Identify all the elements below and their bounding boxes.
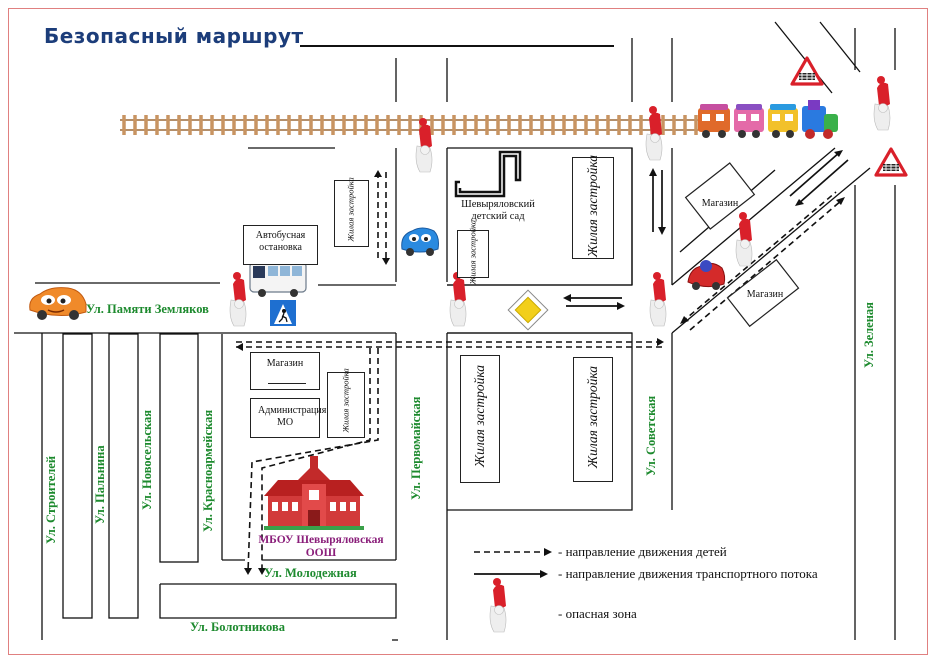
residential-label: Жилая застройка: [471, 364, 487, 468]
street-label-palyanina: Ул. Пальнина: [93, 445, 107, 524]
residential-box-center: [327, 372, 365, 438]
children-route-arrows: [236, 170, 845, 575]
danger-zone-marker-icon: [415, 117, 433, 173]
danger-zone-marker-icon: [489, 577, 507, 633]
street-label-molodezhnaya: Ул. Молодежная: [264, 566, 357, 580]
street-label-novoselskaya: Ул. Новосельская: [140, 409, 154, 510]
residential-label: Жилая застройка: [584, 154, 600, 258]
danger-zone-marker-icon: [735, 211, 753, 267]
residential-box-bottom-1: [460, 355, 500, 483]
traffic-flow: [474, 151, 849, 575]
priority-road-sign-icon: [507, 289, 549, 331]
car-icon: [401, 227, 439, 256]
school-label: МБОУ Шевыряловская ООШ: [258, 534, 384, 560]
bus-stop-box: [243, 225, 318, 265]
residential-label: Жилая застройка: [345, 177, 356, 242]
danger-zone-marker-icon: [649, 271, 667, 327]
residential-label: Жилая застройка: [467, 220, 478, 285]
street-label-pamyati: Ул. Памяти Земляков: [86, 302, 209, 316]
residential-box-bottom-2: [573, 357, 613, 482]
street-label-sovetskaya: Ул. Советская: [644, 395, 658, 476]
residential-box-top-right: [572, 157, 614, 259]
danger-zone-marker-icon: [645, 105, 663, 161]
residential-label: Жилая застройка: [340, 368, 351, 433]
children-route: [236, 172, 843, 573]
danger-zone-marker-icon: [873, 75, 891, 131]
danger-zone-marker-icon: [449, 271, 467, 327]
legend-traffic: - направление движения транспортного пот…: [558, 566, 818, 581]
admin-box: [250, 398, 320, 438]
street-label-krasnoarmeyskaya: Ул. Красноармейская: [201, 409, 215, 532]
shop-right-box: [684, 162, 756, 230]
shop-diag-label: Магазин: [746, 289, 784, 300]
street-label-pervomayskaya: Ул. Первомайская: [409, 396, 423, 500]
danger-zone-marker-icon: [229, 271, 247, 327]
residential-label: Жилая застройка: [584, 365, 600, 469]
shop-right-label: Магазин: [701, 198, 739, 209]
street-label-zelenaya: Ул. Зеленая: [862, 302, 876, 368]
residential-box-top-left: [334, 180, 369, 247]
bus-icon: [249, 261, 307, 297]
shop-diag-box: [726, 258, 800, 328]
kindergarten-label: Шевыряловский детский сад: [461, 199, 535, 223]
legend-children: - направление движения детей: [558, 544, 727, 559]
bus-stop-label: Автобусная остановка: [255, 230, 306, 253]
railway-crossing-sign-icon: [874, 147, 908, 177]
street-label-stroiteley: Ул. Строителей: [44, 455, 58, 544]
map-frame: [8, 8, 928, 655]
street-label-bolotnikova: Ул. Болотникова: [190, 620, 285, 634]
car-icon: [29, 287, 87, 320]
railway: [120, 115, 700, 135]
street-outlines: [14, 21, 896, 641]
admin-label: Администрация МО: [258, 405, 327, 428]
shop-left-label: Магазин: [266, 358, 304, 369]
school-building-icon: [264, 456, 364, 530]
railway-crossing-sign-icon: [790, 56, 824, 86]
page-title: Безопасный маршрут: [44, 24, 304, 48]
kindergarten-building-icon: [454, 150, 522, 198]
car-icon: [687, 260, 726, 290]
train-icon: [698, 100, 838, 139]
residential-box-small: [457, 230, 489, 278]
shop-left-underline: [268, 383, 306, 384]
traffic-flow-arrows: [540, 150, 843, 578]
legend-danger: - опасная зона: [558, 606, 637, 621]
pedestrian-crossing-sign-icon: [270, 300, 296, 326]
